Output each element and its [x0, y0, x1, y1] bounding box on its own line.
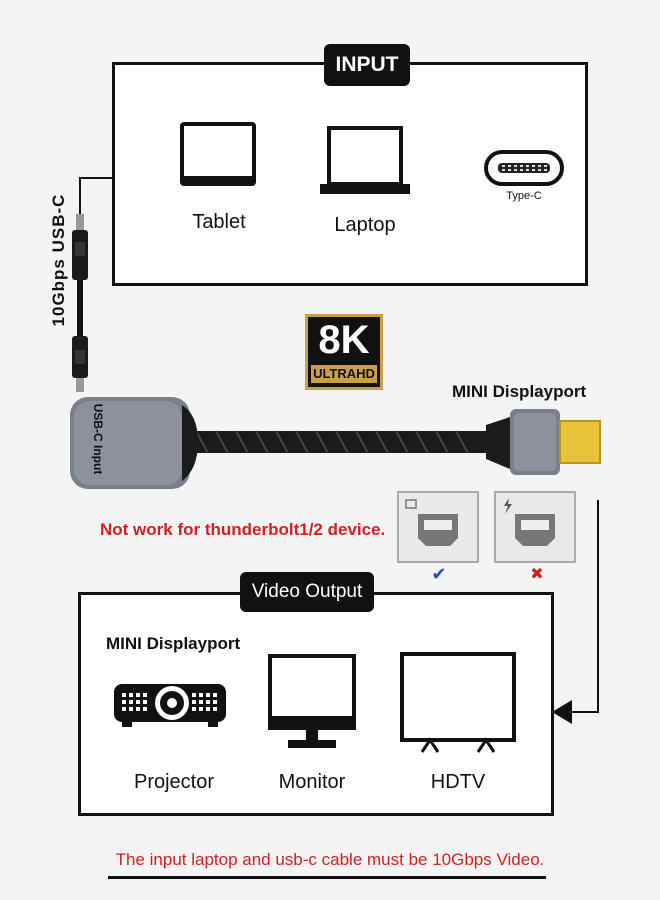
output-subtitle: MINI Displayport — [106, 634, 241, 653]
mini-dp-cable-label: MINI Displayport — [452, 382, 587, 401]
tv-icon — [400, 652, 516, 753]
laptop-label: Laptop — [334, 214, 396, 236]
footer-note: The input laptop and usb-c cable must be… — [115, 850, 545, 869]
output-title: Video Output — [240, 572, 374, 612]
8k-badge: 8K ULTRAHD — [305, 314, 383, 390]
ultrahd-text: ULTRAHD — [311, 365, 377, 383]
hdtv-label: HDTV — [430, 771, 486, 793]
type-c-label: Type-C — [506, 190, 542, 202]
check-mark: ✔ — [431, 564, 447, 584]
monitor-icon — [268, 654, 356, 748]
laptop-icon — [320, 126, 410, 194]
thunderbolt-port-incompatible — [494, 491, 576, 563]
input-title: INPUT — [324, 44, 410, 86]
footer-underline — [108, 876, 546, 879]
cross-mark: ✖ — [530, 566, 544, 583]
tablet-label: Tablet — [192, 211, 246, 233]
tablet-icon — [180, 122, 256, 186]
projector-label: Projector — [133, 771, 215, 793]
mini-dp-port-compatible — [397, 491, 479, 563]
8k-badge-text: 8K — [318, 318, 370, 362]
projector-icon — [114, 684, 226, 727]
usb-c-cable-icon — [72, 214, 88, 392]
usb-c-port-icon — [484, 150, 564, 186]
adapter-cable-icon — [70, 397, 601, 489]
monitor-label: Monitor — [278, 771, 346, 793]
thunderbolt-warning: Not work for thunderbolt1/2 device. — [100, 520, 386, 539]
